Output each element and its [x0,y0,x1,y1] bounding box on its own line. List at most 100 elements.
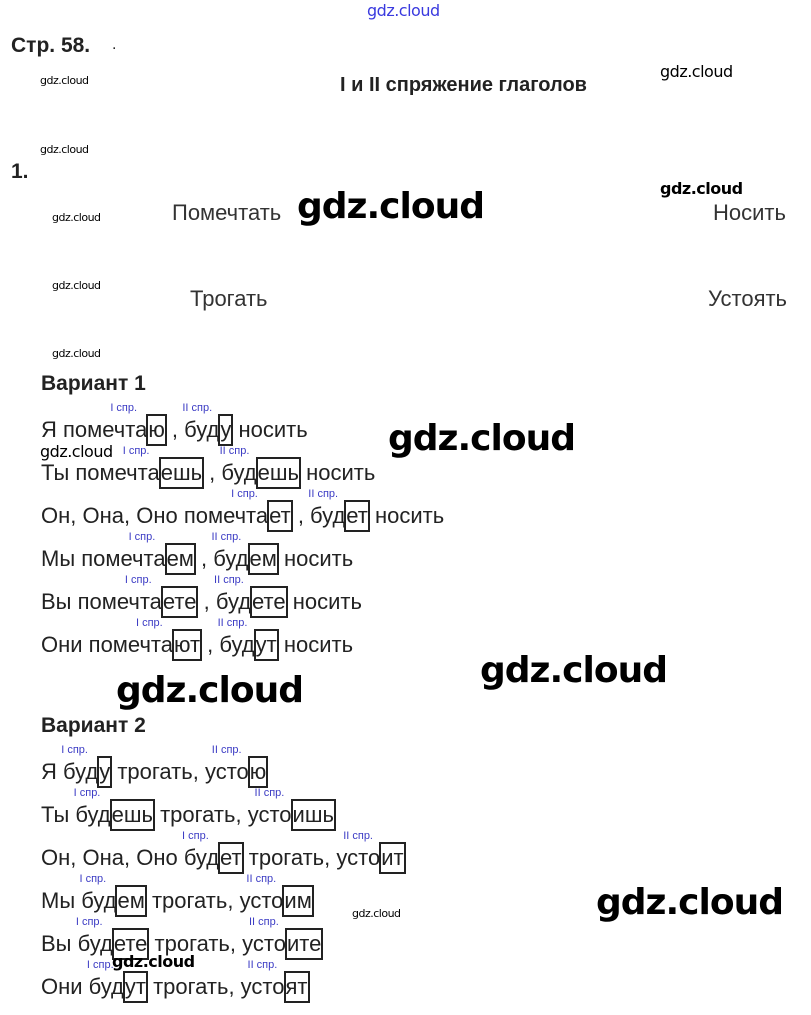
row-text: трогать, усто [145,888,284,913]
row-text: носить [277,632,354,657]
row-text: Они помечта [41,632,173,657]
row-text: Ты буд [41,802,111,827]
row-text: , буд [194,546,249,571]
conjugation-label: II спр. [247,959,278,971]
conjugation-label: II спр. [219,445,250,457]
conjugation-label: II спр. [211,744,242,756]
conjugation-label: I спр. [110,402,138,414]
conjugation-label: I спр. [75,916,103,928]
row-text: Мы буд [41,888,117,913]
conjugation-label: I спр. [182,830,209,842]
row-text: трогать, усто [111,759,249,784]
watermark: gdz.cloud [297,186,485,227]
conjugation-label: I спр. [86,959,114,971]
conjugation-label: II спр. [254,787,285,799]
row-text: , буд [201,632,255,657]
watermark: gdz.cloud [388,418,576,459]
row-text: , буд [197,589,252,614]
watermark: gdz.cloud [40,143,89,156]
variant-2-title: Вариант 2 [41,714,146,737]
conjugation-label: II спр. [182,402,213,414]
verb-ustoyat: Устоять [708,286,788,311]
page-number: Стр. 58. [11,34,91,57]
conjugation-label: I спр. [124,574,152,586]
row-text: носить [368,503,445,528]
watermark: gdz.cloud [112,952,195,971]
watermark: gdz.cloud [596,882,784,923]
conjugation-label: II спр. [248,916,279,928]
row-text: Вы помечта [41,589,162,614]
row-text: носить [286,589,362,614]
verb-pomechtat: Помечтать [172,200,282,225]
row-text: , буд [291,503,346,528]
row-text: , буд [203,460,257,485]
conjugation-label: I спр. [122,445,150,457]
conjugation-label: II спр. [214,574,244,586]
watermark: gdz.cloud [52,279,101,292]
page-title: I и II спряжение глаголов [340,74,587,96]
watermark: gdz.cloud [52,347,101,360]
verb-trogat: Трогать [190,286,268,311]
row-text: носить [277,546,354,571]
watermark: gdz.cloud [116,670,304,711]
row-text: Ты помечта [41,460,160,485]
row-text: , буд [165,417,220,442]
conjugation-label: II спр. [217,617,248,629]
conjugation-label: II спр. [308,488,339,500]
conjugation-label: II спр. [246,873,277,885]
conjugation-label: I спр. [135,617,163,629]
watermark: gdz.cloud [480,650,668,691]
watermark: gdz.cloud [367,1,440,20]
row-text: Я помечта [41,417,148,442]
conjugation-label: I спр. [128,531,156,543]
verb-nosit: Носить [713,200,786,225]
row-text: Мы помечта [41,546,166,571]
conjugation-label: II спр. [343,830,373,842]
watermark: gdz.cloud [660,62,733,81]
row-text: носить [299,460,376,485]
conjugation-label: II спр. [211,531,242,543]
row-text: Он, Она, Оно помечта [41,503,269,528]
variant-1-title: Вариант 1 [41,372,146,395]
row-text: носить [232,417,308,442]
row-text: Я буд [41,759,99,784]
row-text: Он, Она, Оно буд [41,845,220,870]
conjugation-label: I спр. [231,488,258,500]
conjugation-label: I спр. [79,873,107,885]
watermark: gdz.cloud [40,442,113,461]
watermark: gdz.cloud [40,74,89,87]
dot: . [112,36,117,53]
